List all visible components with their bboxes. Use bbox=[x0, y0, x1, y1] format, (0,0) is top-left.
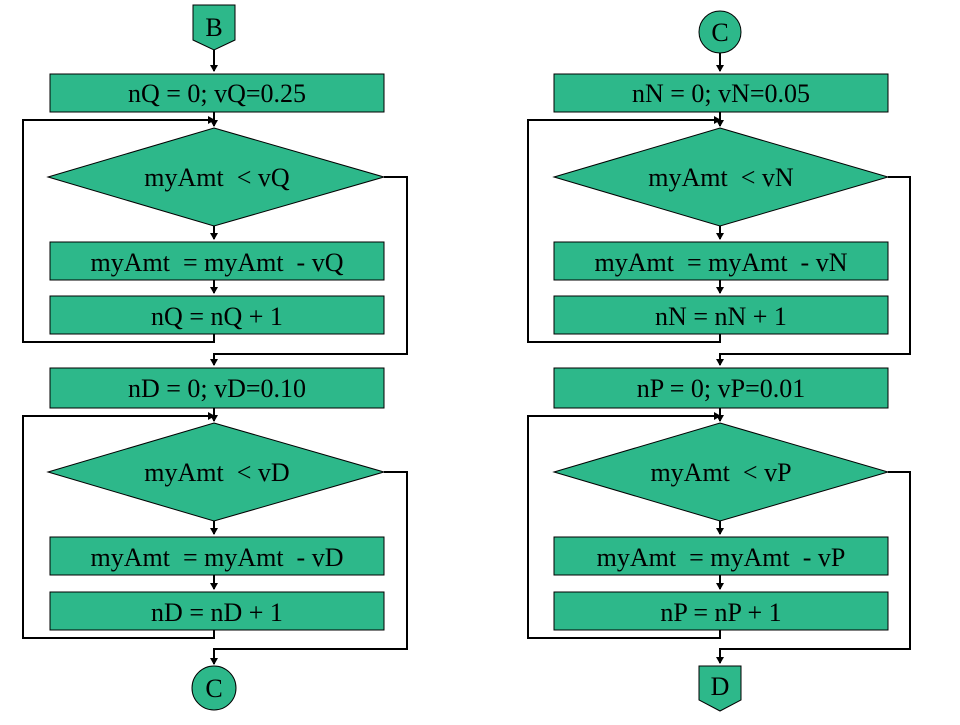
process-text: myAmt = myAmt - vP bbox=[597, 543, 846, 572]
process-text: myAmt = myAmt - vQ bbox=[91, 248, 344, 277]
process-box-subtract-nickel bbox=[553, 241, 889, 281]
process-box-increment-quarter bbox=[49, 295, 385, 335]
process-box-init-pennies bbox=[553, 367, 889, 409]
process-text: nQ = nQ + 1 bbox=[151, 302, 283, 331]
right-column: C nN = 0; vN=0.05 myAmt < vN myAmt = myA… bbox=[527, 10, 911, 712]
process-text: nP = 0; vP=0.01 bbox=[637, 374, 806, 403]
pennies-block: nP = 0; vP=0.01 myAmt < vP myAmt = myAmt… bbox=[527, 367, 911, 664]
connector-c-top: C bbox=[698, 10, 742, 54]
process-box-init-nickels bbox=[553, 73, 889, 113]
process-box-subtract-quarter bbox=[49, 241, 385, 281]
process-text: nD = nD + 1 bbox=[151, 598, 283, 627]
quarters-block: nQ = 0; vQ=0.25 myAmt < vQ myAmt = myAmt… bbox=[22, 73, 408, 366]
process-box-subtract-penny bbox=[553, 536, 889, 576]
exit-arrow bbox=[210, 471, 408, 665]
loop-back-arrow bbox=[527, 116, 721, 343]
connector-label: C bbox=[205, 674, 222, 703]
connector-b: B bbox=[192, 4, 236, 51]
exit-arrow bbox=[210, 176, 408, 366]
connector-circle bbox=[191, 665, 237, 711]
process-box-increment-penny bbox=[553, 591, 889, 631]
decision-text: myAmt < vP bbox=[650, 458, 791, 487]
process-box-subtract-dime bbox=[49, 536, 385, 576]
connector-c-bottom: C bbox=[191, 665, 237, 711]
loop-back-arrow bbox=[22, 412, 215, 639]
connector-label: B bbox=[205, 13, 222, 42]
process-text: myAmt = myAmt - vN bbox=[595, 248, 848, 277]
process-box-init-dimes bbox=[49, 367, 385, 409]
process-box-init-quarters bbox=[49, 73, 385, 113]
process-box-increment-nickel bbox=[553, 295, 889, 335]
connector-label: D bbox=[711, 672, 730, 701]
decision-text: myAmt < vQ bbox=[144, 163, 290, 192]
process-text: myAmt = myAmt - vD bbox=[91, 543, 344, 572]
process-text: nD = 0; vD=0.10 bbox=[128, 374, 306, 403]
loop-back-arrow bbox=[527, 412, 721, 639]
process-text: nN = 0; vN=0.05 bbox=[632, 79, 810, 108]
decision-text: myAmt < vN bbox=[648, 163, 794, 192]
dimes-block: nD = 0; vD=0.10 myAmt < vD myAmt = myAmt… bbox=[22, 367, 408, 665]
left-column: B nQ = 0; vQ=0.25 myAmt < vQ myAmt = myA… bbox=[22, 4, 408, 711]
offpage-connector-shape bbox=[698, 665, 742, 712]
offpage-connector-shape bbox=[192, 4, 236, 51]
exit-arrow bbox=[716, 471, 911, 664]
exit-arrow bbox=[716, 176, 911, 366]
loop-back-arrow bbox=[22, 116, 215, 343]
connector-d: D bbox=[698, 665, 742, 712]
decision-text: myAmt < vD bbox=[144, 458, 289, 487]
process-text: nP = nP + 1 bbox=[660, 598, 781, 627]
process-box-increment-dime bbox=[49, 591, 385, 631]
process-text: nQ = 0; vQ=0.25 bbox=[128, 79, 306, 108]
connector-label: C bbox=[711, 18, 728, 47]
nickels-block: nN = 0; vN=0.05 myAmt < vN myAmt = myAmt… bbox=[527, 73, 911, 366]
process-text: nN = nN + 1 bbox=[655, 302, 787, 331]
